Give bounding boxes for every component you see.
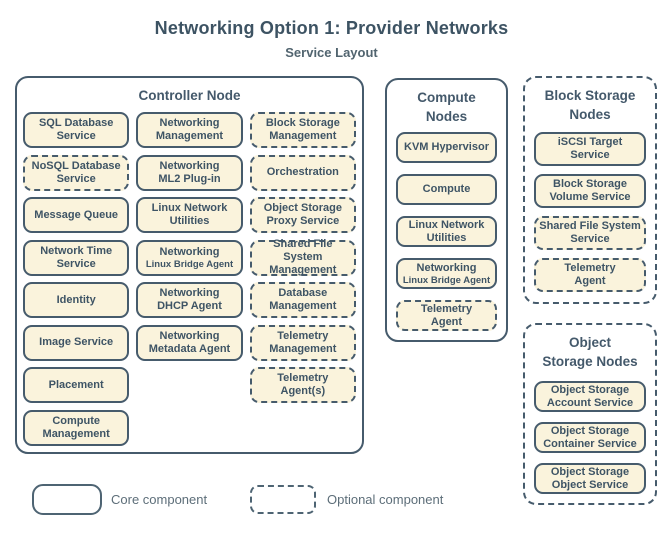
block-storage-nodes-container: Block Storage Nodes iSCSI Target Service… <box>523 76 657 304</box>
component-box: Telemetry Agent <box>534 258 646 292</box>
component-box: KVM Hypervisor <box>396 132 497 163</box>
component-box: Telemetry Agent(s) <box>249 367 356 403</box>
component-box: Orchestration <box>249 154 356 191</box>
component-box: Compute Management <box>23 409 130 446</box>
component-box: Block Storage Management <box>249 112 356 148</box>
component-box: Linux Network Utilities <box>396 216 497 247</box>
component-box: iSCSI Target Service <box>534 132 646 166</box>
component-box: Telemetry Agent <box>396 300 497 331</box>
component-box: Image Service <box>23 324 130 361</box>
component-sublabel: Linux Bridge Agent <box>402 274 491 286</box>
component-box: SQL Database Service <box>23 112 130 148</box>
component-box: Object Storage Account Service <box>534 381 646 412</box>
component-box: Networking Management <box>136 112 243 148</box>
page-subtitle: Service Layout <box>285 45 378 60</box>
controller-node-title: Controller Node <box>138 88 241 103</box>
compute-nodes-container: Compute Nodes KVM Hypervisor Compute Lin… <box>385 78 508 342</box>
component-box: Object Storage Container Service <box>534 422 646 453</box>
component-box: Networking Metadata Agent <box>136 324 243 361</box>
component-label: Networking <box>159 245 220 258</box>
component-box: Networking DHCP Agent <box>136 282 243 318</box>
component-box: Placement <box>23 367 130 403</box>
component-box: Telemetry Management <box>249 324 356 361</box>
object-storage-nodes-container: Object Storage Nodes Object Storage Acco… <box>523 323 657 505</box>
component-box: Identity <box>23 282 130 318</box>
component-box: Shared File System Management <box>249 238 356 276</box>
controller-node-grid: SQL Database Service Networking Manageme… <box>17 112 362 446</box>
component-box: NoSQL Database Service <box>23 154 130 191</box>
page-title: Networking Option 1: Provider Networks <box>154 18 509 38</box>
component-box: Networking Linux Bridge Agent <box>396 258 497 289</box>
object-storage-nodes-title: Object Storage Nodes <box>542 335 638 369</box>
legend-optional-sample-box <box>250 485 316 514</box>
component-label: Networking <box>416 261 477 274</box>
component-box: Block Storage Volume Service <box>534 174 646 208</box>
legend-optional-label: Optional component <box>327 492 444 507</box>
component-box: Network Time Service <box>23 239 130 276</box>
component-sublabel: Linux Bridge Agent <box>145 258 234 270</box>
legend-core-sample-box <box>32 484 102 515</box>
component-box: Networking Linux Bridge Agent <box>136 239 243 276</box>
block-storage-nodes-title: Block Storage Nodes <box>544 88 636 122</box>
component-box: Networking ML2 Plug-in <box>136 154 243 191</box>
component-box: Message Queue <box>23 197 130 233</box>
component-box: Compute <box>396 174 497 205</box>
component-box: Object Storage Object Service <box>534 463 646 494</box>
legend-core-label: Core component <box>111 492 208 507</box>
component-box: Shared File System Service <box>534 216 646 250</box>
component-box: Linux Network Utilities <box>136 197 243 233</box>
block-storage-nodes-stack: iSCSI Target Service Block Storage Volum… <box>534 132 646 292</box>
object-storage-nodes-stack: Object Storage Account Service Object St… <box>534 381 646 494</box>
compute-nodes-title: Compute Nodes <box>417 90 476 124</box>
compute-nodes-stack: KVM Hypervisor Compute Linux Network Uti… <box>396 132 497 331</box>
controller-node-container: Controller Node SQL Database Service Net… <box>15 76 364 454</box>
component-box: Database Management <box>249 282 356 318</box>
component-box: Object Storage Proxy Service <box>249 197 356 233</box>
